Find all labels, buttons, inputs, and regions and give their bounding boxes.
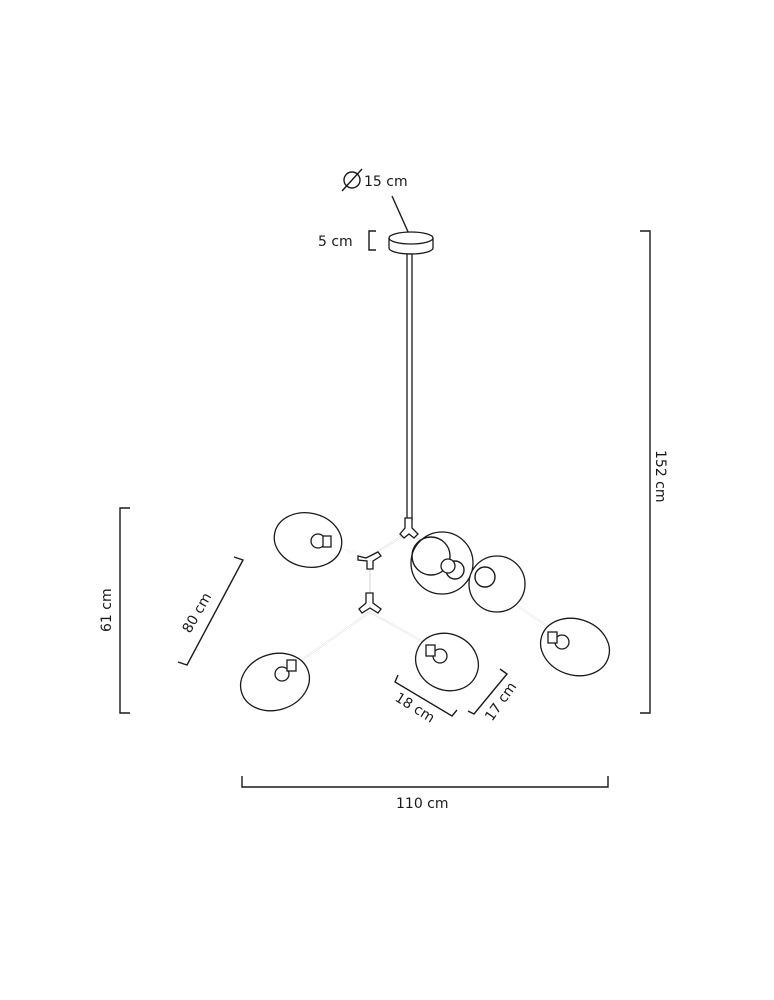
globe-cluster-front	[410, 531, 526, 613]
diameter-icon	[341, 168, 363, 192]
arm-length-dimension-line	[177, 556, 245, 666]
globe-height-dimension-line	[467, 668, 509, 715]
total-width-label: 110 cm	[396, 796, 449, 812]
body-height-dimension-line	[119, 507, 130, 714]
total-width-dimension-line	[241, 776, 609, 788]
canopy-diameter-label: 15 cm	[364, 174, 408, 190]
joints	[357, 517, 419, 614]
canopy	[388, 231, 434, 255]
canopy-height-label: 5 cm	[318, 234, 353, 250]
canopy-height-bracket	[368, 230, 376, 251]
total-height-label: 152 cm	[652, 450, 668, 503]
total-height-dimension-line	[640, 230, 651, 714]
globe-bottom-left	[239, 652, 311, 712]
globe-width-dimension-line	[394, 674, 458, 717]
body-height-label: 61 cm	[99, 588, 115, 632]
diameter-leader-line	[391, 195, 410, 235]
globe-height-label: 17 cm	[482, 679, 520, 724]
arm-length-label: 80 cm	[180, 590, 216, 636]
globe-width-label: 18 cm	[392, 690, 437, 727]
globe-right	[539, 617, 611, 677]
globe-bottom-middle	[415, 632, 479, 692]
globe-upper-left	[273, 512, 343, 568]
suspension-rod	[406, 253, 413, 521]
